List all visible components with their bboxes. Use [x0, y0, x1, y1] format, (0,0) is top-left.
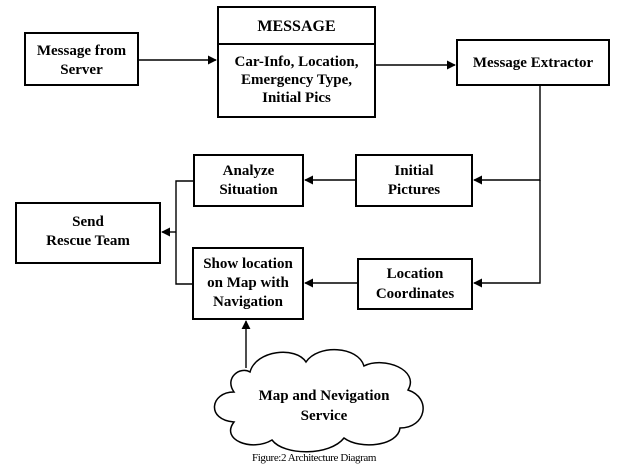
arrow-to-send-rescue	[175, 180, 193, 285]
message-from-server-line-2: Server	[60, 62, 103, 78]
show-location-line-2: on Map with	[207, 275, 289, 291]
analyze-situation-line-1: Analyze	[223, 163, 275, 179]
show-location-line-1: Show location	[203, 256, 293, 272]
initial-pictures-box: Initial Pictures	[355, 154, 473, 207]
message-title: MESSAGE	[257, 18, 335, 35]
send-rescue-team-line-2: Rescue Team	[46, 233, 130, 249]
message-from-server-line-1: Message from	[37, 43, 127, 59]
connectors	[138, 55, 541, 368]
show-location-box: Show location on Map with Navigation	[192, 247, 304, 320]
message-body-line-2: Emergency Type,	[241, 72, 352, 88]
initial-pictures-line-2: Pictures	[388, 182, 440, 198]
initial-pictures-line-1: Initial	[394, 163, 433, 179]
show-location-line-3: Navigation	[213, 294, 284, 310]
map-service-cloud: Map and Nevigation Service	[213, 349, 424, 453]
message-body-line-3: Initial Pics	[262, 90, 331, 106]
message-from-server-box: Message from Server	[24, 32, 139, 86]
message-extractor-box: Message Extractor	[456, 39, 610, 86]
analyze-situation-line-2: Situation	[219, 182, 278, 198]
location-coordinates-line-1: Location	[387, 266, 444, 282]
arrow-extractor-to-pictures	[473, 85, 541, 185]
map-service-line-2: Service	[301, 408, 348, 424]
message-box: MESSAGE Car-Info, Location, Emergency Ty…	[217, 6, 376, 118]
analyze-situation-box: Analyze Situation	[193, 154, 304, 207]
map-service-line-1: Map and Nevigation	[259, 388, 391, 404]
location-coordinates-line-2: Coordinates	[376, 286, 454, 302]
arrow-extractor-to-location	[473, 180, 541, 288]
send-rescue-team-box: Send Rescue Team	[15, 202, 161, 264]
message-extractor-label: Message Extractor	[473, 55, 594, 71]
figure-caption: Figure:2 Architecture Diagram	[251, 452, 377, 464]
location-coordinates-box: Location Coordinates	[357, 258, 473, 310]
message-body-line-1: Car-Info, Location,	[234, 54, 358, 70]
send-rescue-team-line-1: Send	[72, 214, 104, 230]
